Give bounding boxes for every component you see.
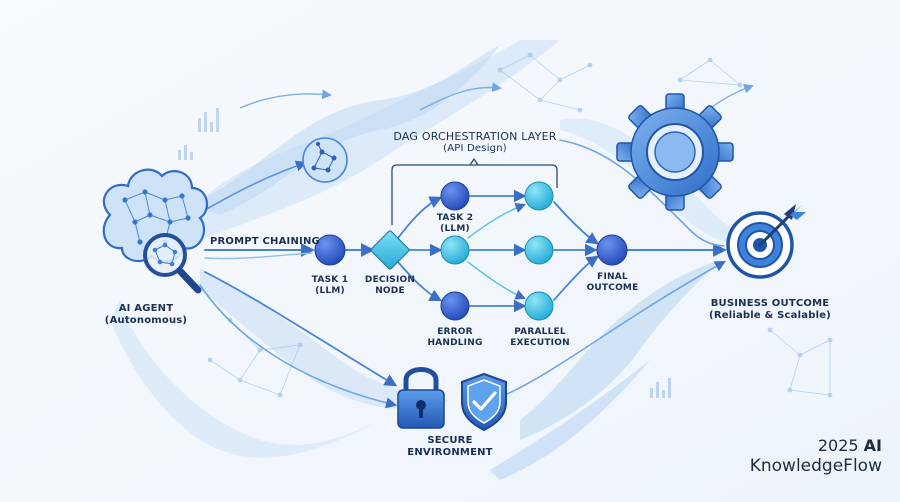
agent-label-line1: AI AGENT <box>118 303 174 314</box>
brand-tag: AI <box>863 436 882 455</box>
business-outcome-label: BUSINESS OUTCOME (Reliable & Scalable) <box>695 298 845 322</box>
lock-icon <box>397 367 445 429</box>
brain-icon <box>102 168 209 263</box>
agent-label-line2: (Autonomous) <box>104 315 188 326</box>
magnifier-icon <box>143 233 202 294</box>
gear-icon <box>616 93 734 211</box>
task2-label: TASK 2 (LLM) <box>425 213 485 235</box>
middle-node <box>440 235 470 265</box>
brand-logo: 2025 AI KnowledgeFlow <box>750 436 882 476</box>
decision-node <box>370 230 410 270</box>
task2-label-line2: (LLM) <box>440 224 470 234</box>
task1-label-line1: TASK 1 <box>311 275 349 285</box>
bracket-notch <box>469 157 479 166</box>
decision-label: DECISION NODE <box>355 275 425 297</box>
prompt-chaining-label: PROMPT CHAINING <box>210 236 320 247</box>
final-node <box>596 234 628 266</box>
task1-label: TASK 1 (LLM) <box>300 275 360 297</box>
business-label-line2: (Reliable & Scalable) <box>709 310 831 321</box>
orchestration-title: DAG ORCHESTRATION LAYER <box>393 130 557 143</box>
arrow-icon <box>758 204 806 247</box>
error-node <box>440 291 470 321</box>
parallel-label-line2: EXECUTION <box>510 338 570 348</box>
flow-connectors <box>199 139 727 409</box>
final-label: FINAL OUTCOME <box>575 272 650 294</box>
error-label-line1: ERROR <box>437 327 473 337</box>
parallel-node-top <box>524 181 554 211</box>
error-label: ERROR HANDLING <box>420 327 490 349</box>
secure-environment-label: SECURE ENVIRONMENT <box>395 435 505 459</box>
bar-decoration <box>178 108 671 398</box>
decision-label-line2: NODE <box>375 286 405 296</box>
parallel-node-bottom <box>524 291 554 321</box>
brand-year-line: 2025 AI <box>750 436 882 456</box>
parallel-label: PARALLEL EXECUTION <box>500 327 580 349</box>
shield-check-icon <box>461 372 507 432</box>
parallel-node-middle <box>524 235 554 265</box>
orchestration-subtitle: (API Design) <box>443 143 507 154</box>
task1-node <box>314 234 346 266</box>
task1-label-line2: (LLM) <box>315 286 345 296</box>
business-label-line1: BUSINESS OUTCOME <box>710 298 830 309</box>
brand-name: KnowledgeFlow <box>749 456 882 476</box>
brand-year: 2025 <box>817 436 859 455</box>
decision-label-line1: DECISION <box>364 275 416 285</box>
secure-label-line1: SECURE <box>427 435 473 446</box>
secure-label-line2: ENVIRONMENT <box>407 447 493 458</box>
orchestration-bracket <box>391 164 558 225</box>
task2-label-line1: TASK 2 <box>436 213 474 223</box>
final-label-line2: OUTCOME <box>586 283 639 293</box>
final-label-line1: FINAL <box>597 272 628 282</box>
agent-label: AI AGENT (Autonomous) <box>86 303 206 327</box>
parallel-label-line1: PARALLEL <box>514 327 566 337</box>
network-icon <box>302 137 348 183</box>
task2-node <box>440 181 470 211</box>
error-label-line2: HANDLING <box>427 338 483 348</box>
